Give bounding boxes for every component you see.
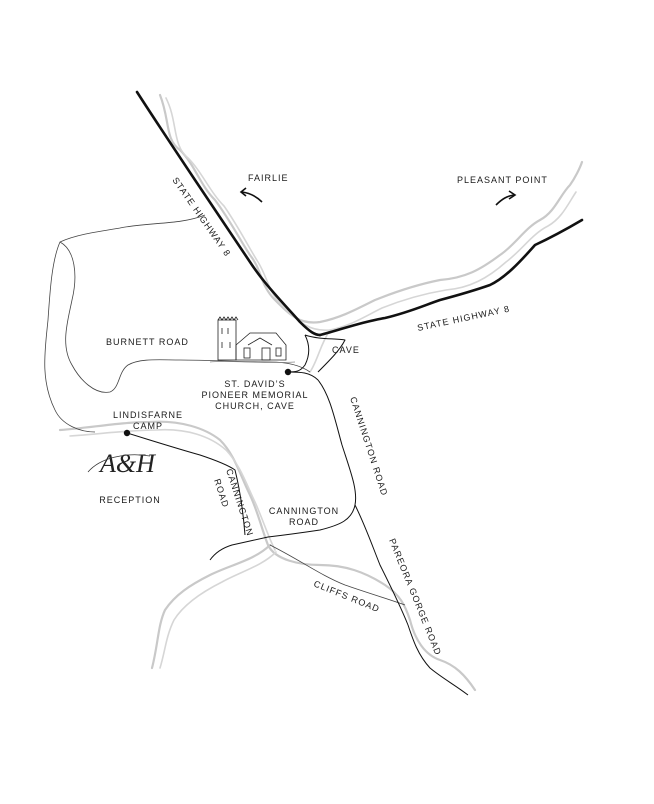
stream-lines <box>44 214 406 606</box>
church-label-line2: PIONEER MEMORIAL <box>201 390 308 400</box>
state-highway-8 <box>135 90 584 337</box>
pleasant-point-label: PLEASANT POINT <box>457 175 548 185</box>
lindisfarne-label-line1: LINDISFARNE <box>113 410 183 420</box>
lindisfarne-label-line2: CAMP <box>133 421 163 431</box>
direction-arrows <box>239 187 517 206</box>
cliffs-road-label: CLIFFS ROAD <box>312 579 381 615</box>
fairlie-label: FAIRLIE <box>248 173 289 183</box>
church-sketch-icon <box>209 316 296 363</box>
monogram-logo: A&H <box>87 449 156 478</box>
cave-label: CAVE <box>332 345 360 355</box>
map-labels: FAIRLIE PLEASANT POINT STATE HIGHWAY 8 S… <box>99 173 548 657</box>
church-label-line3: CHURCH, CAVE <box>215 401 295 411</box>
cannington-south-label-line2: ROAD <box>289 517 319 527</box>
reception-label: RECEPTION <box>99 495 161 505</box>
sh8-east-label: STATE HIGHWAY 8 <box>416 304 511 333</box>
pleasant-point-arrow-icon <box>495 194 515 206</box>
burnett-road-label: BURNETT ROAD <box>106 337 189 347</box>
river-lines <box>58 93 584 692</box>
church-marker <box>284 368 292 376</box>
monogram-text: A&H <box>98 449 156 478</box>
church-label-line1: ST. DAVID’S <box>224 379 285 389</box>
cannington-south-label-line1: CANNINGTON <box>269 506 339 516</box>
lindisfarne-marker <box>123 429 131 437</box>
local-roads <box>126 334 469 696</box>
fairlie-arrow-icon <box>241 191 263 203</box>
cannington-road-main-label: CANNINGTON ROAD <box>348 396 390 498</box>
